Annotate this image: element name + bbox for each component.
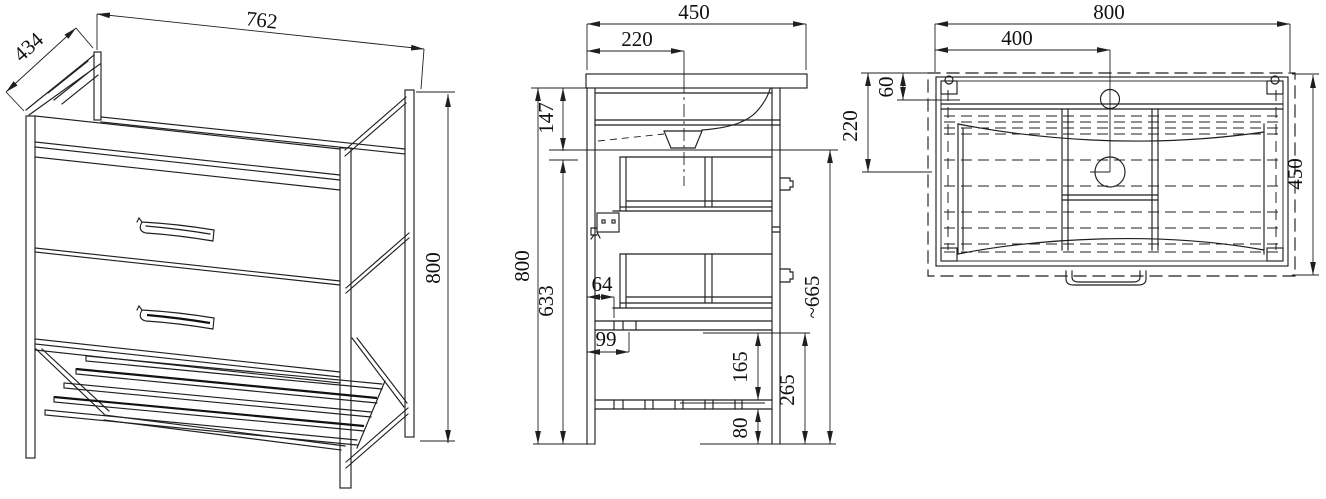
dim-label-section-width: 450 <box>678 0 710 24</box>
drawer-handle-tab <box>779 268 794 283</box>
dim-label-iso-depth: 434 <box>9 27 49 66</box>
dim-label-body-height: 633 <box>534 285 558 317</box>
back-right-leg <box>404 89 415 438</box>
top-dimensions: 800 400 60 220 450 <box>838 0 1319 276</box>
front-right-leg <box>339 147 352 489</box>
back-left-rim-post <box>93 51 102 121</box>
dim-label-top-height: 147 <box>534 102 558 134</box>
side-section-view: 450 220 800 147 633 ~665 165 80 265 64 9… <box>510 0 838 445</box>
cabinet-frame-top <box>935 76 1289 267</box>
dim-label-faucet-center: 400 <box>1001 26 1033 50</box>
iso-bottom-shelf <box>35 348 386 451</box>
dim-label-iso-width: 762 <box>245 6 279 33</box>
drawer-handle-tab <box>779 177 794 191</box>
top-view: 800 400 60 220 450 <box>838 0 1319 286</box>
dim-label-shelf-zone: 265 <box>775 374 799 406</box>
top-body <box>927 72 1296 286</box>
dim-label-iso-height: 800 <box>421 252 445 284</box>
dim-label-drain-center: 220 <box>838 110 862 142</box>
countertop-section <box>585 73 808 89</box>
dim-label-back-offset: 64 <box>592 272 614 296</box>
dim-label-top-depth: 450 <box>1283 158 1307 190</box>
section-body <box>533 73 838 445</box>
dim-label-foot-height: 80 <box>728 418 752 439</box>
dim-label-faucet-offset: 60 <box>874 77 898 98</box>
drawer-handle-top <box>1065 270 1147 286</box>
dim-label-basin-center: 220 <box>621 27 653 51</box>
wall-bracket <box>590 212 620 240</box>
basin-section <box>597 80 771 186</box>
drawer-handle <box>136 304 215 330</box>
drawer-handle <box>136 216 215 242</box>
shelf-section <box>594 399 773 410</box>
isometric-view: 762 434 800 <box>5 6 455 489</box>
iso-frame <box>25 51 415 489</box>
corner-leg <box>1266 75 1284 95</box>
iso-drawers <box>136 216 215 330</box>
corner-leg <box>940 247 958 262</box>
corner-leg <box>1266 247 1284 262</box>
front-left-leg <box>25 115 36 459</box>
dim-label-slide-offset: 99 <box>596 327 617 351</box>
basin-plan <box>957 88 1265 255</box>
dim-label-top-width: 800 <box>1093 0 1125 24</box>
section-dimensions: 450 220 800 147 633 ~665 165 80 265 64 9… <box>510 0 833 444</box>
dim-label-overall-height: 800 <box>510 250 534 282</box>
countertop-outline <box>927 72 1296 277</box>
corner-leg <box>940 75 958 95</box>
dim-label-shelf-clearance: 165 <box>728 351 752 383</box>
dim-label-front-height: ~665 <box>800 276 824 319</box>
